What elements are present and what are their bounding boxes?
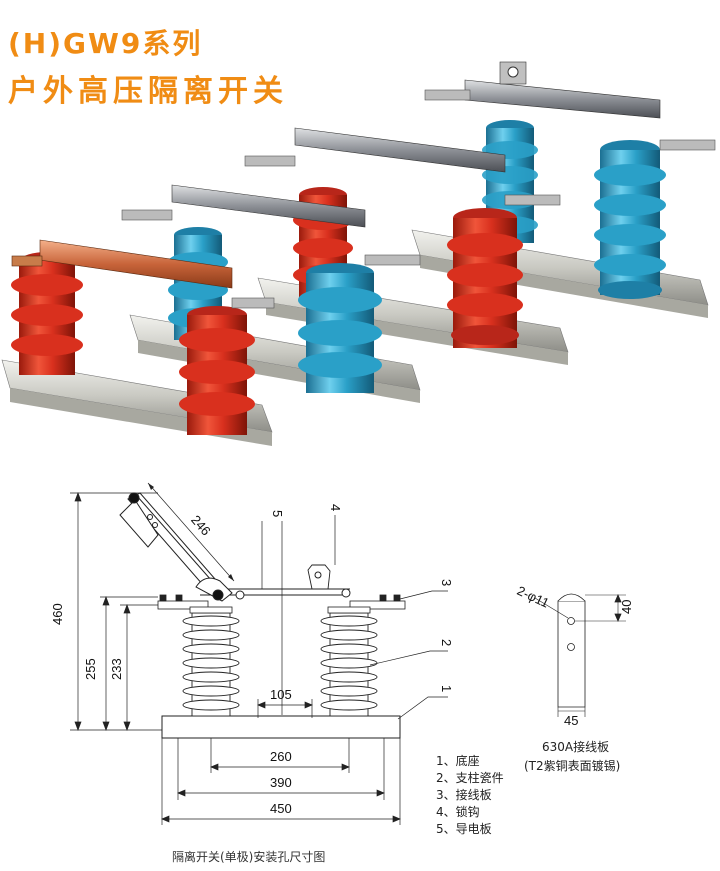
dim-460: 460	[50, 603, 65, 625]
terminal-dim-40: 40	[619, 600, 634, 614]
dim-246: 246	[188, 512, 214, 538]
dim-233: 233	[109, 658, 124, 680]
terminal-hole-label: 2-φ11	[515, 583, 552, 611]
dim-450: 450	[270, 801, 292, 816]
page-title-line1: (H)GW9系列	[8, 27, 203, 60]
callout-3: 3	[439, 579, 454, 586]
terminal-plate-material: (T2紫铜表面镀锡)	[524, 758, 620, 773]
terminal-plate-detail	[534, 593, 626, 717]
drawing-caption: 隔离开关(单极)安装孔尺寸图	[172, 849, 325, 864]
dim-260: 260	[270, 749, 292, 764]
insulator-right	[320, 612, 378, 717]
insulator-left	[182, 612, 240, 717]
switch-blade	[119, 492, 245, 602]
product-photo	[1, 61, 716, 446]
dimension-drawing: 246 460 255 233	[50, 482, 634, 864]
dim-390: 390	[270, 775, 292, 790]
legend-item-4: 4、锁钩	[436, 804, 480, 819]
legend-item-1: 1、底座	[436, 753, 480, 768]
callout-1: 1	[439, 685, 454, 692]
switch-unit-1	[1, 239, 275, 446]
terminal-dim-45: 45	[564, 713, 578, 728]
callout-4: 4	[328, 504, 343, 511]
terminal-plate-name: 630A接线板	[542, 739, 609, 754]
legend-item-2: 2、支柱瓷件	[436, 770, 504, 785]
callout-2: 2	[439, 639, 454, 646]
base-plate	[161, 715, 401, 739]
legend-item-5: 5、导电板	[436, 822, 492, 836]
page-title-line2: 户外高压隔离开关	[8, 74, 288, 109]
parts-legend: 1、底座 2、支柱瓷件 3、接线板 4、锁钩 5、导电板	[436, 753, 504, 836]
dim-255: 255	[83, 658, 98, 680]
legend-item-3: 3、接线板	[436, 787, 492, 802]
terminal-blocks	[157, 594, 406, 614]
callout-5: 5	[270, 510, 285, 517]
dim-105: 105	[270, 687, 292, 702]
